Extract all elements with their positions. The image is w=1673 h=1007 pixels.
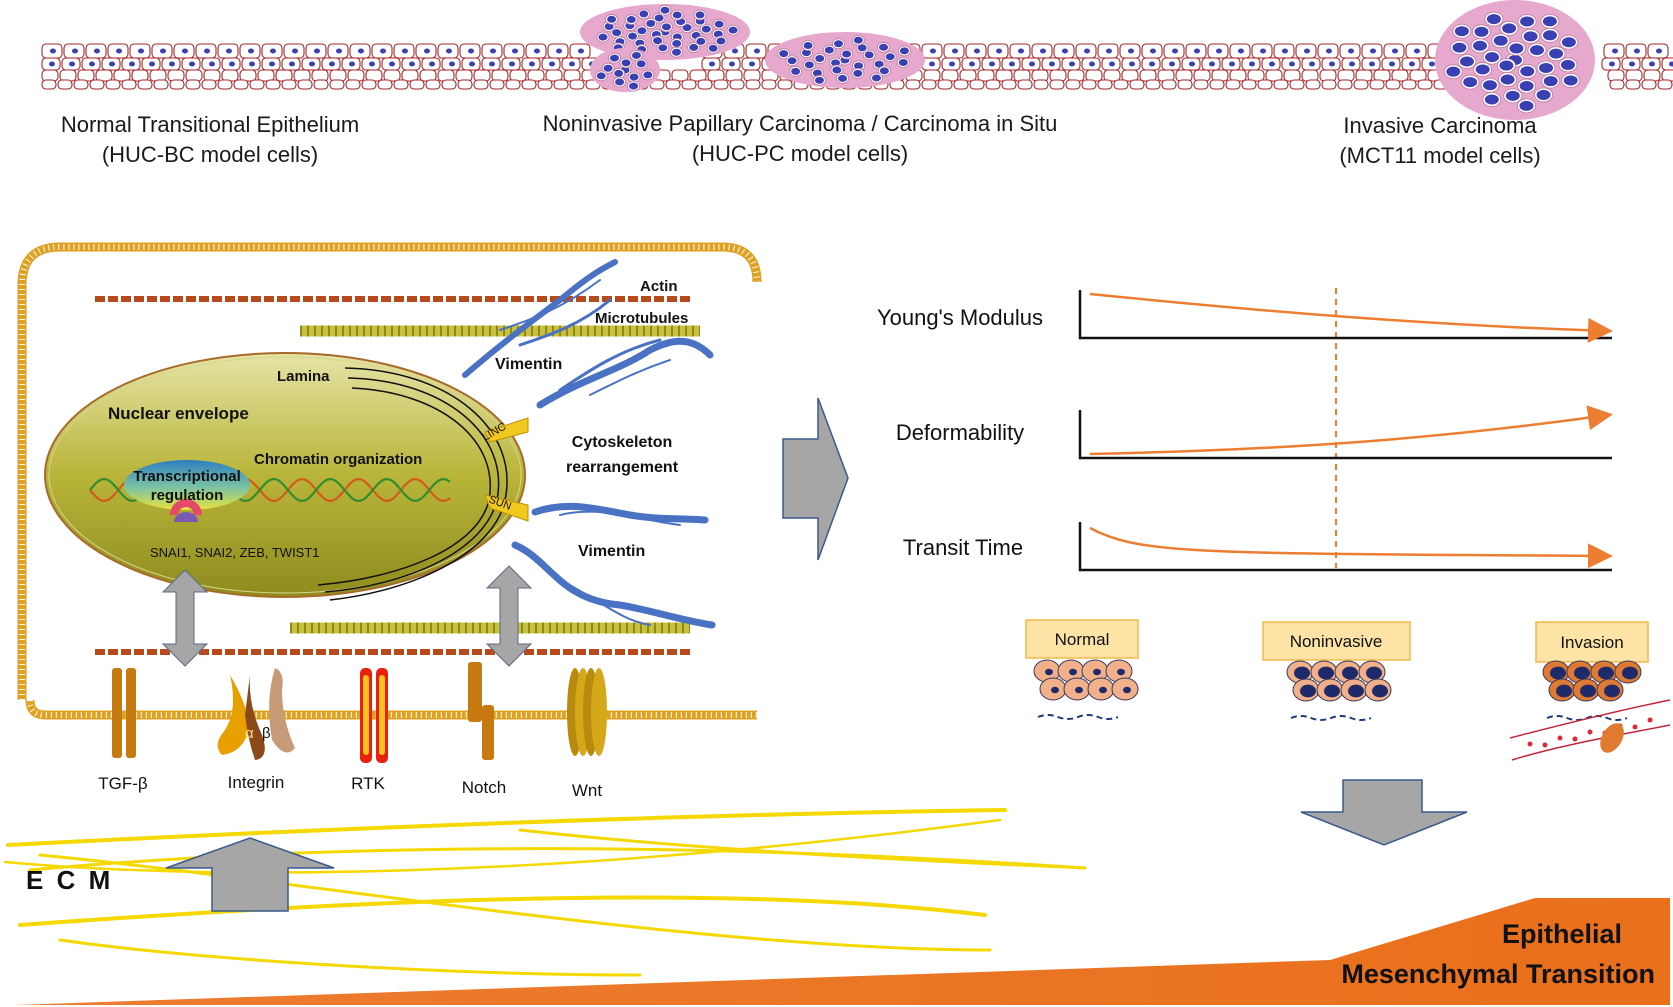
- invasion-cells-icon: [1509, 660, 1671, 761]
- stage-label-noninvasive: Noninvasive Papillary Carcinoma / Carcin…: [543, 111, 1058, 166]
- vimentin-filaments: [462, 259, 716, 629]
- stage-subtitle: (HUC-PC model cells): [692, 141, 908, 166]
- phenotype-label: Noninvasive: [1290, 632, 1383, 651]
- rtk-receptor-icon: [360, 668, 388, 763]
- receptor-label-notch: Notch: [462, 778, 506, 797]
- actin-label: Actin: [640, 278, 678, 295]
- lamina-label: Lamina: [277, 368, 330, 385]
- cytoskeleton-rearrangement-label-line1: Cytoskeleton: [572, 434, 672, 451]
- stage-title: Noninvasive Papillary Carcinoma / Carcin…: [543, 111, 1058, 136]
- transcriptional-regulation-complex: [124, 460, 250, 522]
- normal-cells-icon: [1033, 659, 1139, 720]
- stage-title: Invasive Carcinoma: [1343, 113, 1537, 138]
- transcriptional-regulation-label-line2: regulation: [151, 487, 224, 504]
- nucleus: [44, 352, 526, 598]
- nucleus-membrane-double-arrow-left: [161, 569, 209, 667]
- vimentin-label-top: Vimentin: [495, 356, 562, 373]
- cytoskeleton-rearrangement-label-line2: rearrangement: [566, 459, 679, 476]
- emt-gradient-wedge: [15, 898, 1670, 1005]
- phenotype-invasion: Invasion: [1509, 621, 1671, 761]
- ecm-label: E C M: [26, 865, 113, 895]
- receptor-label-integrin: Integrin: [228, 773, 285, 792]
- epithelium-strip: [41, 0, 1673, 120]
- nucleus-membrane-double-arrow-right: [485, 565, 533, 667]
- cell-membrane: [17, 242, 762, 720]
- stage-label-normal: Normal Transitional Epithelium (HUC-BC m…: [61, 112, 359, 167]
- ecm-fibers: [3, 808, 1087, 977]
- notch-receptor-icon: [468, 662, 494, 760]
- metric-label-deformability: Deformability: [896, 420, 1024, 445]
- tgf-beta-receptor-icon: [112, 668, 136, 758]
- metric-transit-time: Transit Time: [903, 522, 1613, 572]
- phenotype-label: Normal: [1055, 630, 1110, 649]
- metric-label-young-modulus: Young's Modulus: [877, 305, 1043, 330]
- stage-label-invasive: Invasive Carcinoma (MCT11 model cells): [1339, 113, 1540, 168]
- microtubules-label: Microtubules: [595, 310, 688, 327]
- integrin-alpha-label: α: [245, 725, 254, 742]
- receptor-label-tgf-beta: TGF-β: [98, 774, 148, 793]
- metric-label-transit-time: Transit Time: [903, 535, 1023, 560]
- sun-protein-icon: SUN: [484, 494, 529, 522]
- emt-label-line1: Epithelial: [1502, 919, 1622, 949]
- receptor-label-wnt: Wnt: [572, 781, 603, 800]
- phenotype-normal: Normal: [1025, 619, 1139, 720]
- transcription-factors-label: SNAI1, SNAI2, ZEB, TWIST1: [150, 545, 320, 560]
- phenotype-label: Invasion: [1560, 633, 1623, 652]
- phenotype-noninvasive: Noninvasive: [1262, 621, 1411, 721]
- ecm-signal-arrow: [165, 837, 335, 912]
- integrin-receptor-icon: α β: [217, 668, 295, 760]
- vimentin-label-bottom: Vimentin: [578, 543, 645, 560]
- cell-to-metrics-arrow: [782, 397, 849, 561]
- stage-title: Normal Transitional Epithelium: [61, 112, 359, 137]
- noninvasive-cells-icon: [1286, 660, 1392, 721]
- metric-young-modulus: Young's Modulus: [877, 290, 1613, 343]
- metric-deformability: Deformability: [896, 405, 1613, 460]
- wnt-receptor-icon: [567, 668, 607, 756]
- stage-subtitle: (MCT11 model cells): [1339, 143, 1540, 168]
- receptor-label-rtk: RTK: [351, 774, 385, 793]
- nuclear-envelope-label: Nuclear envelope: [108, 404, 249, 423]
- integrin-beta-label: β: [262, 725, 271, 742]
- chromatin-label: Chromatin organization: [254, 451, 422, 468]
- microtubules: [290, 325, 700, 634]
- stage-subtitle: (HUC-BC model cells): [102, 142, 318, 167]
- transcriptional-regulation-label-line1: Transcriptional: [133, 468, 241, 485]
- emt-label-line2: Mesenchymal Transition: [1341, 959, 1655, 989]
- metric-trends: Young's Modulus Deformability Transit Ti…: [877, 288, 1613, 572]
- tumor-cell-cluster: [580, 0, 1595, 120]
- phenotype-to-emt-arrow: [1300, 779, 1468, 846]
